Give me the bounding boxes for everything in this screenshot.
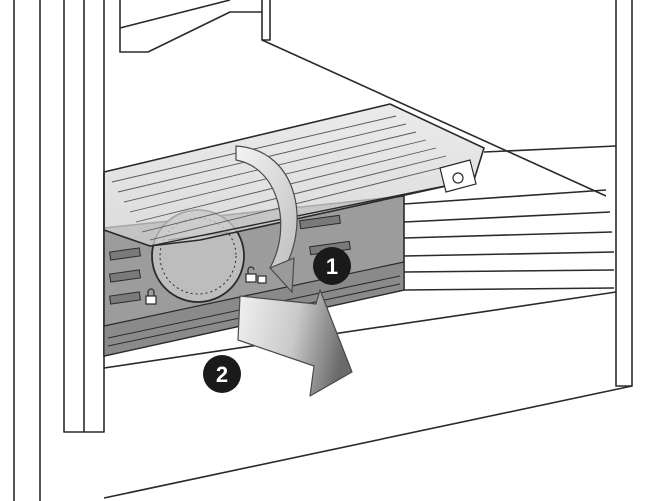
callout-2-label: 2 <box>216 362 228 387</box>
unlock-icon <box>245 266 267 284</box>
callout-1-label: 1 <box>326 254 338 279</box>
callout-1: 1 <box>313 247 351 285</box>
rotate-arrow <box>235 145 298 294</box>
lock-icon <box>145 288 157 305</box>
filter-cover <box>103 103 485 247</box>
callout-2: 2 <box>203 355 241 393</box>
pull-out-arrow <box>237 289 353 397</box>
cabinet-outline <box>13 0 633 501</box>
